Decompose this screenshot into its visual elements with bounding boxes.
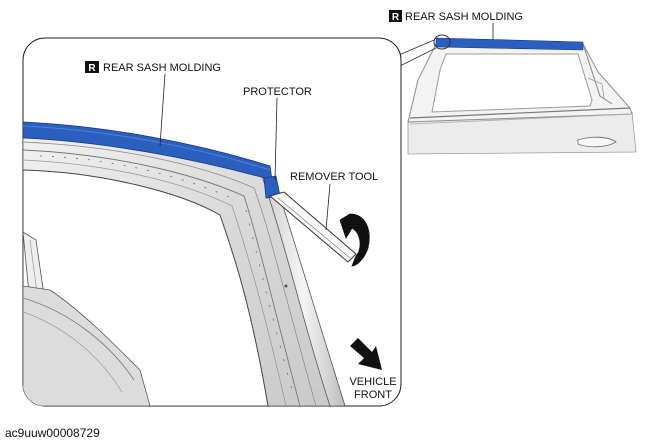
vehicle-front-arrow-icon (350, 338, 382, 370)
remover-tool-label: REMOVER TOOL (290, 171, 378, 183)
inset-door-view: R REAR SASH MOLDING (389, 10, 637, 155)
rear-pillar (261, 174, 346, 406)
inset-rear-sash-molding (435, 37, 584, 51)
protector-leader (274, 97, 278, 181)
figure-code: ac9uuw00008729 (5, 426, 100, 440)
detail-view: R REAR SASH MOLDING PROTECTOR REMOVER TO… (22, 37, 402, 407)
protector-label: PROTECTOR (243, 86, 312, 98)
vehicle-front-label-line1: VEHICLE (349, 376, 396, 388)
inset-window-glass (431, 53, 593, 113)
sash-leader (159, 73, 166, 147)
sash-badge-letter: R (88, 63, 96, 74)
remover-tool-leader (325, 183, 331, 231)
inset-door-handle (577, 136, 617, 148)
rotation-arrow-icon (339, 213, 370, 267)
inset-sash-badge-letter: R (392, 12, 400, 23)
sash-label: REAR SASH MOLDING (103, 62, 221, 74)
sash-badge (85, 61, 99, 73)
vehicle-front-label-line2: FRONT (354, 389, 392, 401)
lower-door-trim (23, 285, 151, 406)
inset-highlight-circle (433, 34, 451, 50)
inset-sash-badge (389, 10, 402, 22)
inset-belt-line (409, 107, 631, 119)
inset-rear-pillar (582, 43, 613, 105)
inset-sash-label: REAR SASH MOLDING (405, 11, 523, 23)
